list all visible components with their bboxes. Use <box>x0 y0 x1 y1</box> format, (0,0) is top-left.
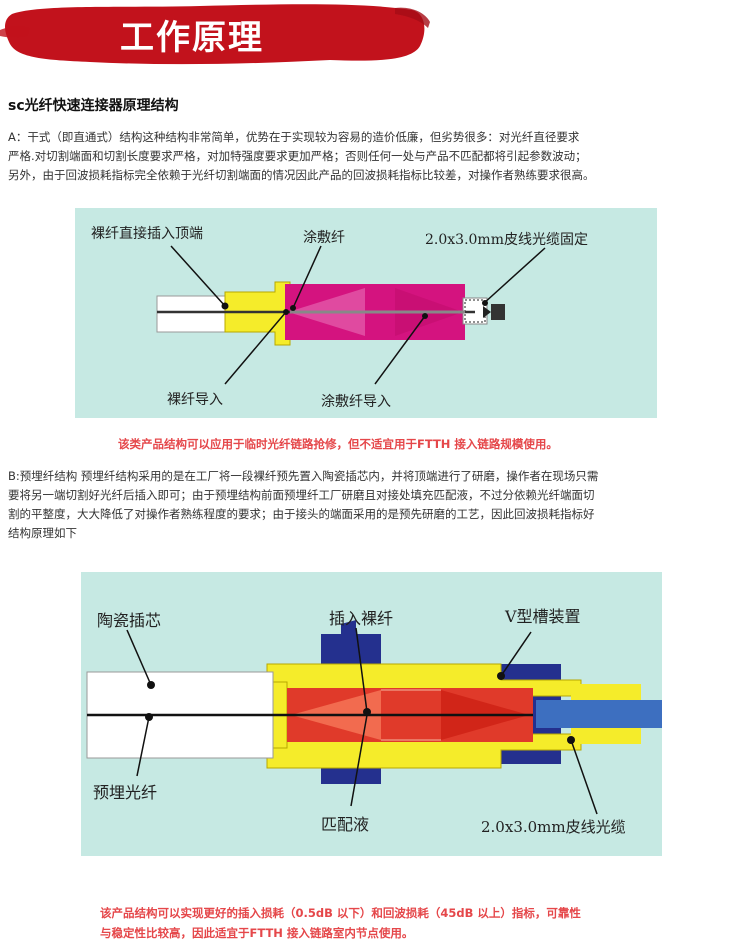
title-banner: 工作原理 <box>0 0 430 68</box>
caption-line: 该产品结构可以实现更好的插入损耗（0.5dB 以下）和回波损耗（45dB 以上）… <box>100 906 581 920</box>
embedded-connector-diagram: 陶瓷插芯 插入裸纤 V型槽装置 预埋光纤 匹配液 2.0x3.0mm皮线光缆 <box>81 572 662 856</box>
label-bare-fiber-top: 裸纤直接插入顶端 <box>91 225 203 242</box>
paragraph-line: 割的平整度，大大降低了对操作者熟练程度的要求；由于接头的端面采用的是预先研磨的工… <box>8 507 595 521</box>
paragraph-line: A：干式（即直通式）结构这种结构非常简单，优势在于实现较为容易的造价低廉，但劣势… <box>8 130 580 144</box>
label-drop-cable: 2.0x3.0mm皮线光缆 <box>481 818 626 836</box>
paragraph-line: 结构原理如下 <box>8 526 77 540</box>
paragraph-line: 要将另一端切割好光纤后插入即可；由于预埋结构前面预埋纤工厂研磨且对接处填充匹配液… <box>8 488 595 502</box>
paragraph-line: 严格.对切割端面和切割长度要求严格，对加特强度要求更加严格；否则任何一处与产品不… <box>8 149 587 163</box>
paragraph-dry-structure: A：干式（即直通式）结构这种结构非常简单，优势在于实现较为容易的造价低廉，但劣势… <box>8 128 748 185</box>
label-coated-fiber-guide: 涂敷纤导入 <box>321 394 391 410</box>
caption-line: 该类产品结构可以应用于临时光纤链路抢修，但不适宜用于FTTH 接入链路规模使用。 <box>118 437 558 451</box>
caption-line: 与稳定性比较高，因此适宜于FTTH 接入链路室内节点使用。 <box>100 926 414 940</box>
label-bare-fiber-guide: 裸纤导入 <box>167 392 223 408</box>
label-v-groove: V型槽装置 <box>504 607 581 626</box>
brush-stroke-background <box>0 4 430 65</box>
label-coated-fiber: 涂敷纤 <box>303 230 345 246</box>
paragraph-embedded-structure: B:预埋纤结构 预埋纤结构采用的是在工厂将一段裸纤预先置入陶瓷插芯内，并将顶端进… <box>8 467 748 543</box>
paragraph-line: 另外，由于回波损耗指标完全依赖于光纤切割端面的情况因此产品的回波损耗指标比较差，… <box>8 168 595 182</box>
label-matching-liquid: 匹配液 <box>321 815 369 834</box>
label-cable-fix: 2.0x3.0mm皮线光缆固定 <box>425 232 588 248</box>
paragraph-line: B:预埋纤结构 预埋纤结构采用的是在工厂将一段裸纤预先置入陶瓷插芯内，并将顶端进… <box>8 469 599 483</box>
banner-title: 工作原理 <box>120 18 264 58</box>
label-insert-bare-fiber: 插入裸纤 <box>329 609 393 628</box>
caption-dry-structure: 该类产品结构可以应用于临时光纤链路抢修，但不适宜用于FTTH 接入链路规模使用。 <box>118 434 558 454</box>
caption-embedded-structure: 该产品结构可以实现更好的插入损耗（0.5dB 以下）和回波损耗（45dB 以上）… <box>100 903 581 943</box>
label-ceramic-ferrule: 陶瓷插芯 <box>97 611 161 630</box>
dry-connector-diagram: 裸纤直接插入顶端 涂敷纤 2.0x3.0mm皮线光缆固定 裸纤导入 涂敷纤导入 <box>75 208 657 418</box>
cable-end-shape <box>491 304 505 320</box>
section-title: sc光纤快速连接器原理结构 <box>8 98 179 114</box>
label-embedded-fiber: 预埋光纤 <box>93 783 157 802</box>
